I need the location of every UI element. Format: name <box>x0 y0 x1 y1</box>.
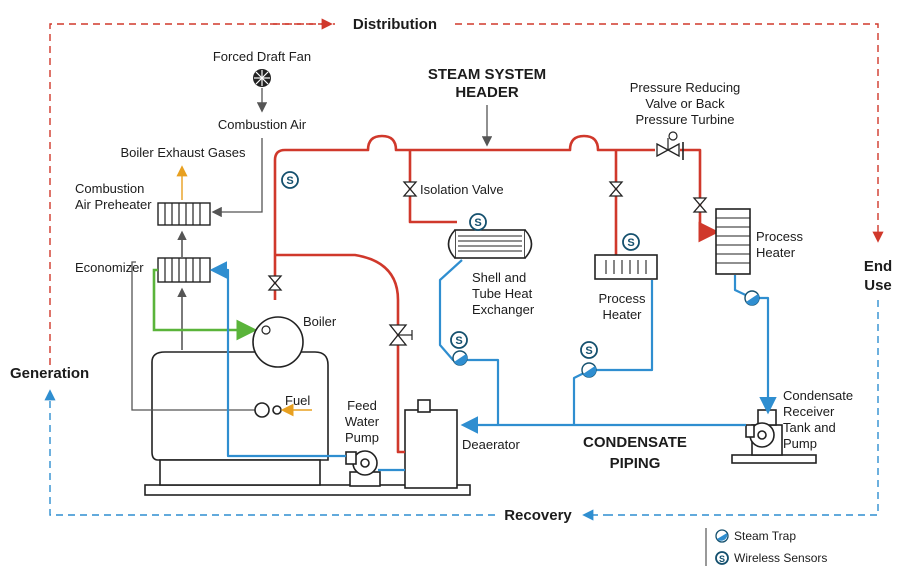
process-heater-1: Process Heater <box>594 254 658 322</box>
process-heater-1-label-2: Heater <box>602 307 642 322</box>
steam-header-label-1: STEAM SYSTEM <box>428 66 546 83</box>
lifecycle-loop: Distribution Recovery Generation End Use <box>10 16 892 524</box>
economizer-label: Economizer <box>75 260 144 275</box>
boiler-exhaust-label: Boiler Exhaust Gases <box>120 145 246 160</box>
steam-trap-icon <box>452 350 468 366</box>
condensate-receiver-label-4: Pump <box>783 436 817 451</box>
prv-label-1: Pressure Reducing <box>630 80 741 95</box>
svg-text:S: S <box>455 335 462 347</box>
air-preheater-label-2: Air Preheater <box>75 197 152 212</box>
prv-label-3: Pressure Turbine <box>636 112 735 127</box>
isolation-valve-label: Isolation Valve <box>420 182 504 197</box>
feed-water-pump-label-2: Water <box>345 414 380 429</box>
wireless-sensors-legend-label: Wireless Sensors <box>734 551 827 565</box>
distribution-line-right <box>455 23 884 243</box>
svg-text:S: S <box>627 237 634 249</box>
end-use-label-1: End <box>864 258 892 275</box>
boiler-label: Boiler <box>303 314 337 329</box>
steam-to-shell-tube <box>408 150 457 224</box>
process-heater-2-label-2: Heater <box>756 245 796 260</box>
feed-water-pump: Feed Water Pump <box>345 398 381 487</box>
combustion-air-preheater: Combustion Air Preheater <box>75 181 211 226</box>
process-heater-2: Process Heater <box>715 208 803 275</box>
distribution-label: Distribution <box>353 16 437 33</box>
wireless-sensor-icon: S <box>469 213 487 231</box>
shell-tube-label-1: Shell and <box>472 270 526 285</box>
distribution-line-left <box>49 23 335 365</box>
steam-header-label-2: HEADER <box>455 84 519 101</box>
recovery-line-right <box>610 300 879 516</box>
prv-label-2: Valve or Back <box>645 96 725 111</box>
economizer-feedwater-line <box>152 268 258 341</box>
generation-label: Generation <box>10 365 89 382</box>
condensate-shell-tube <box>438 259 500 425</box>
condensate-receiver: Condensate Receiver Tank and Pump <box>731 388 853 464</box>
economizer: Economizer <box>75 257 211 283</box>
condensate-receiver-label-1: Condensate <box>783 388 853 403</box>
valve-deaerator <box>388 324 413 346</box>
prv-to-process-heater <box>680 148 720 243</box>
recovery-line-left <box>44 389 495 516</box>
condensate-receiver-label-2: Receiver <box>783 404 835 419</box>
wireless-sensor-icon: S <box>281 171 299 189</box>
shell-tube-heat-exchanger: Shell and Tube Heat Exchanger <box>447 229 535 317</box>
valve-process-heater-1 <box>608 181 624 197</box>
shell-tube-label-3: Exchanger <box>472 302 535 317</box>
valve-boiler <box>267 275 283 291</box>
fuel-burner: Fuel <box>131 261 312 418</box>
steam-trap-legend-label: Steam Trap <box>734 529 796 543</box>
svg-text:S: S <box>474 217 481 229</box>
deaerator-label: Deaerator <box>462 437 520 452</box>
wireless-sensor-icon: S <box>450 331 468 349</box>
deaerator: Deaerator <box>404 399 520 489</box>
feed-water-pump-label-3: Pump <box>345 430 379 445</box>
wireless-sensor-legend-icon: S <box>715 551 729 565</box>
condensate-piping-label-2: PIPING <box>610 455 661 472</box>
condensate-piping-label-1: CONDENSATE <box>583 434 687 451</box>
feed-water-pump-label-1: Feed <box>347 398 377 413</box>
condensate-receiver-label-3: Tank and <box>783 420 836 435</box>
end-use-label-2: Use <box>864 277 892 294</box>
process-heater-2-label-1: Process <box>756 229 803 244</box>
shell-tube-label-2: Tube Heat <box>472 286 533 301</box>
valve-process-heater-2 <box>692 197 708 213</box>
process-heater-1-label-1: Process <box>599 291 646 306</box>
combustion-air-duct <box>211 138 263 218</box>
pressure-reducing-valve: Pressure Reducing Valve or Back Pressure… <box>630 80 741 160</box>
wireless-sensor-icon: S <box>622 233 640 251</box>
svg-text:S: S <box>719 554 725 564</box>
steam-trap-icon <box>744 290 760 306</box>
air-preheater-label-1: Combustion <box>75 181 144 196</box>
steam-trap-legend-icon <box>715 529 729 543</box>
wireless-sensor-icon: S <box>580 341 598 359</box>
isolation-valve: Isolation Valve <box>402 181 504 197</box>
forced-draft-fan-label: Forced Draft Fan <box>213 49 311 64</box>
svg-text:S: S <box>286 175 293 187</box>
fuel-label: Fuel <box>285 393 310 408</box>
feedwater-line <box>209 261 346 458</box>
steam-to-deaerator <box>275 253 405 454</box>
combustion-air-label: Combustion Air <box>218 117 307 132</box>
recovery-label: Recovery <box>504 507 572 524</box>
forced-draft-fan: Forced Draft Fan Combustion Air <box>211 49 311 218</box>
legend: Steam Trap S Wireless Sensors <box>705 528 827 566</box>
steam-trap-icon <box>581 362 597 378</box>
boiler: Boiler <box>144 314 471 496</box>
svg-text:S: S <box>585 345 592 357</box>
steam-header-pipe <box>273 134 655 300</box>
